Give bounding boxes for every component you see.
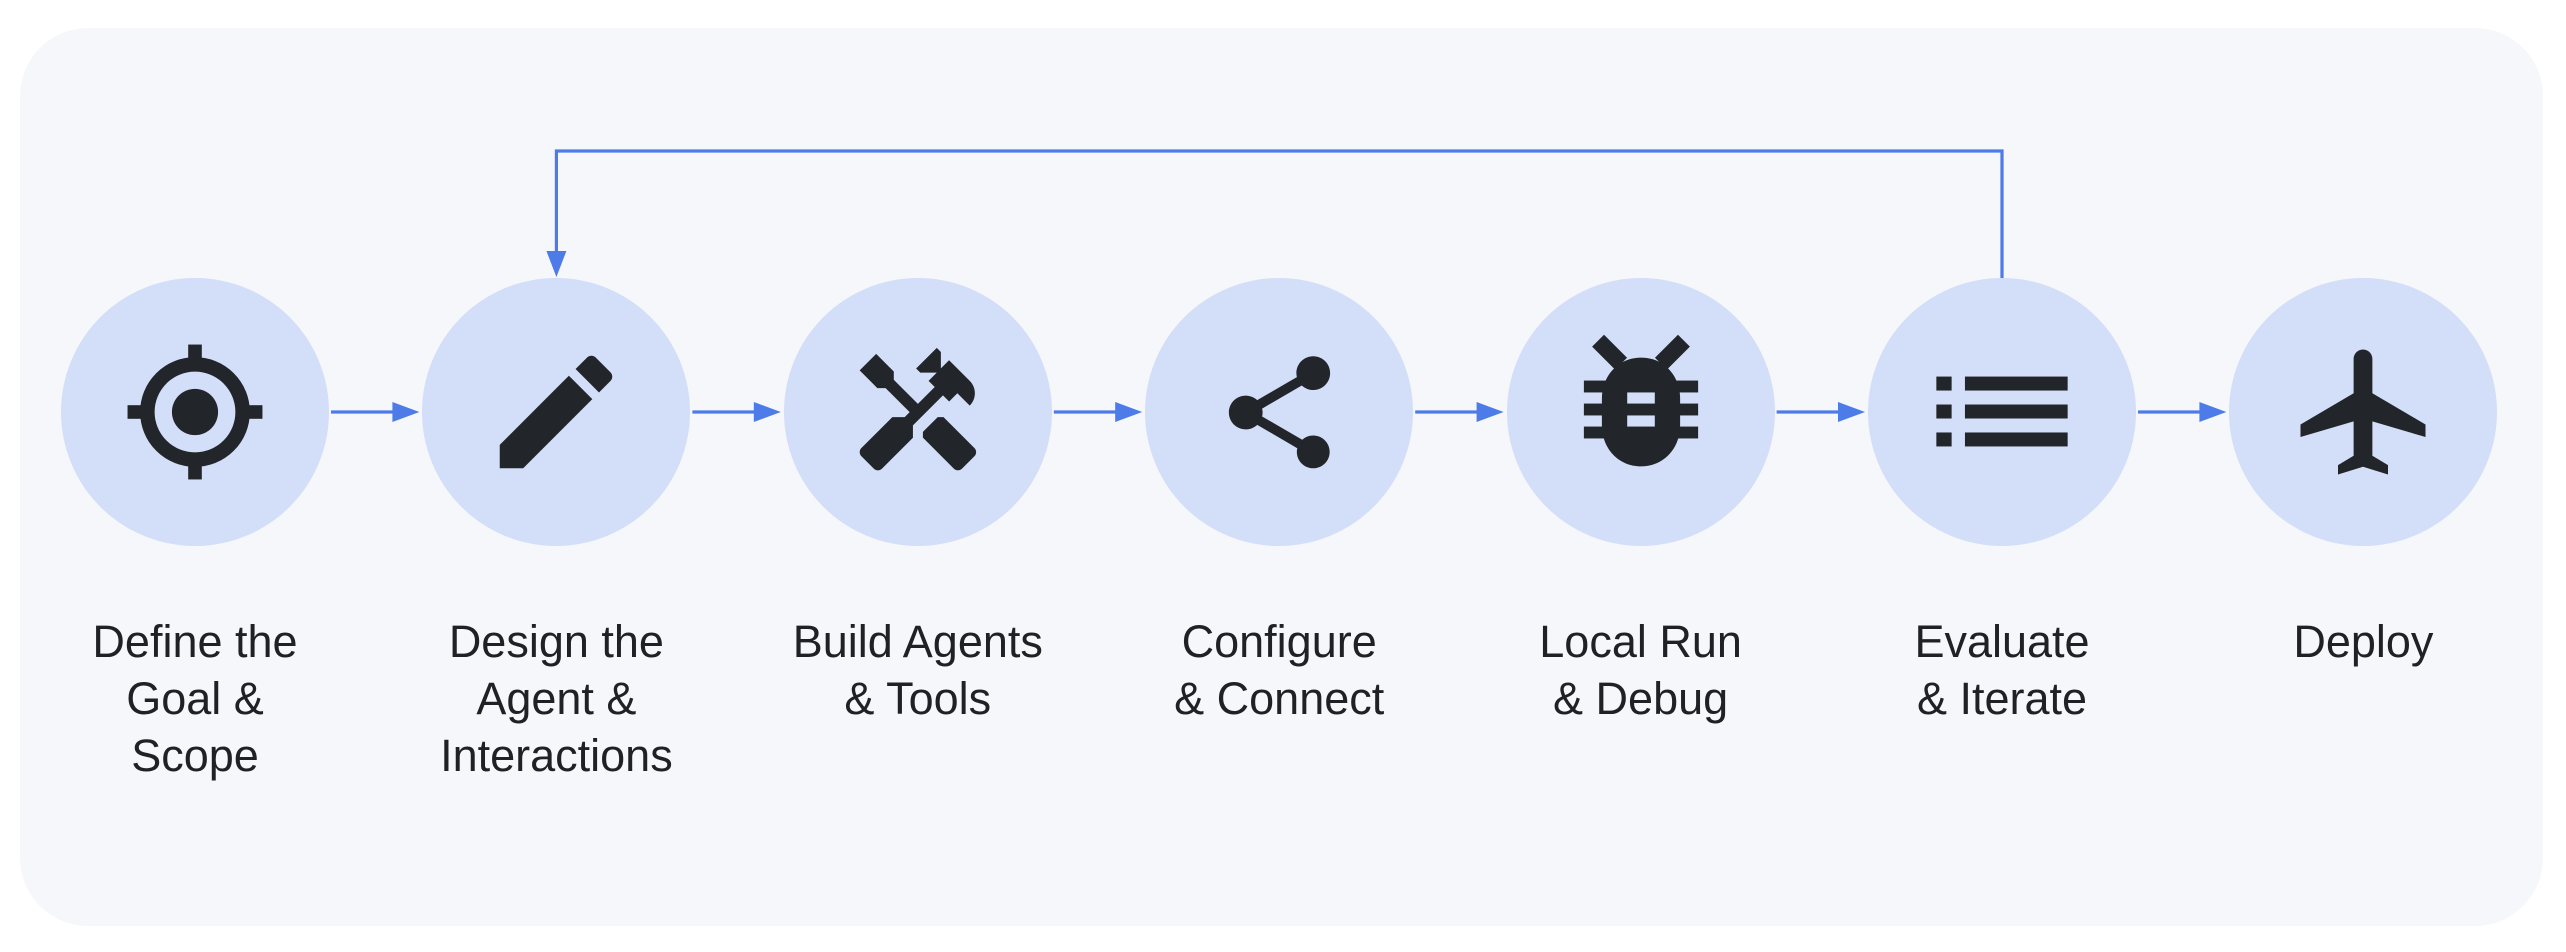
- stage-label: Design the Agent & Interactions: [440, 616, 673, 781]
- share-icon: [1228, 355, 1330, 468]
- target-icon: [127, 344, 263, 480]
- stage-deploy: Deploy: [2203, 278, 2523, 670]
- stage-label: Build Agents & Tools: [792, 616, 1043, 724]
- stage-evaluate-iterate: Evaluate & Iterate: [1842, 278, 2162, 727]
- tools-icon: [859, 347, 976, 471]
- stage-circle: [783, 278, 1052, 546]
- stage-local-run-debug: Local Run & Debug: [1481, 278, 1801, 727]
- stage-circle: [1868, 278, 2136, 546]
- stage-label: Evaluate & Iterate: [1914, 616, 2090, 724]
- stage-circle: [2229, 278, 2498, 546]
- stage-label: Define the Goal & Scope: [92, 616, 298, 781]
- stage-build-agents-tools: Build Agents & Tools: [758, 278, 1078, 727]
- pencil-icon: [500, 355, 613, 469]
- stage-circle: [422, 278, 691, 546]
- airplane-icon: [2300, 349, 2426, 475]
- stage-label: Configure & Connect: [1174, 616, 1385, 724]
- stage-define-goal-scope: Define the Goal & Scope: [35, 278, 355, 784]
- stage-circle: [61, 278, 329, 546]
- stage-circle: [1506, 278, 1775, 546]
- stage-label: Deploy: [2293, 616, 2434, 667]
- stage-circle: [1145, 278, 1414, 546]
- stage-label: Local Run & Debug: [1539, 616, 1742, 724]
- bug-icon: [1583, 334, 1698, 467]
- list-icon: [1936, 376, 2068, 447]
- stage-design-agent-interactions: Design the Agent & Interactions: [396, 278, 716, 784]
- stage-configure-connect: Configure & Connect: [1119, 278, 1439, 727]
